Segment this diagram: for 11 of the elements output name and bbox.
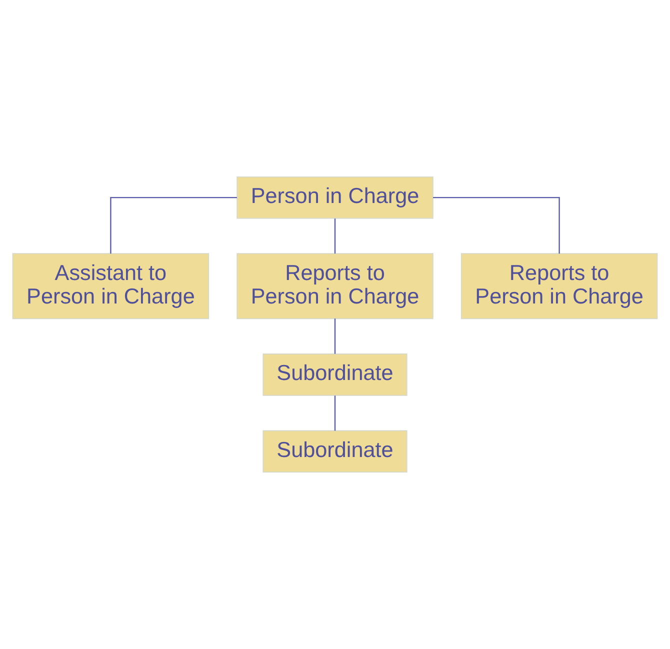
connector <box>433 197 560 254</box>
node-box: Person in Charge <box>236 176 434 219</box>
node-box: Reports to Person in Charge <box>236 253 434 320</box>
node-box: Subordinate <box>262 430 408 473</box>
node-box: Assistant to Person in Charge <box>12 253 210 320</box>
node-box: Subordinate <box>262 354 408 396</box>
connector <box>334 396 336 431</box>
connector <box>110 197 237 254</box>
connector <box>334 218 336 254</box>
node-box: Reports to Person in Charge <box>460 253 658 320</box>
connector <box>334 318 336 354</box>
